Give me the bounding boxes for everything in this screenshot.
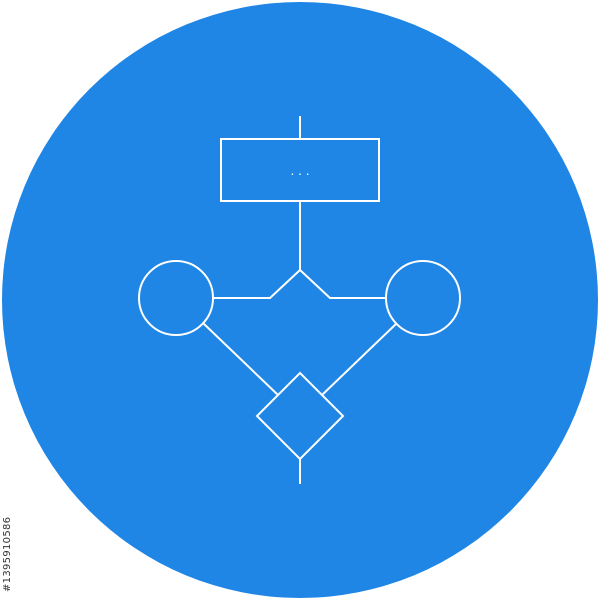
process-box-text: . . .: [290, 164, 309, 178]
right-to-decision-line: [321, 322, 398, 396]
flowchart-icon: [138, 116, 461, 484]
left-node-circle: [138, 260, 214, 336]
right-node-circle: [385, 260, 461, 336]
stock-id-label: #1395910586: [2, 516, 13, 592]
junction-chevron: [213, 268, 387, 299]
left-to-decision-line: [202, 322, 279, 396]
